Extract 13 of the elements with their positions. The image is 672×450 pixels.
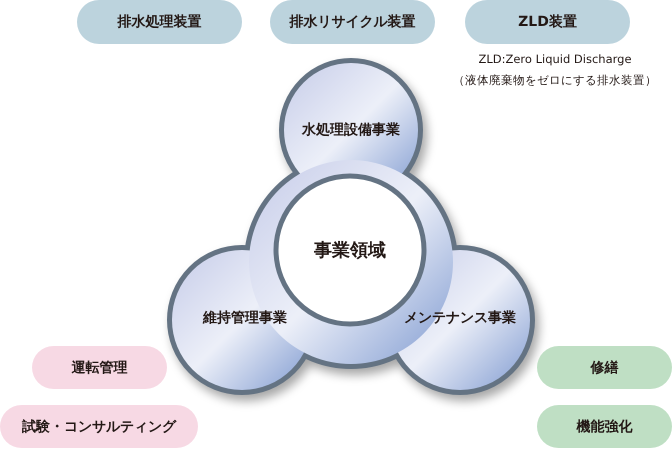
category-pill: 排水処理装置 <box>77 0 242 44</box>
category-pill: 機能強化 <box>537 405 672 448</box>
category-pill: 修繕 <box>537 346 672 389</box>
category-pill: 運転管理 <box>32 346 167 389</box>
category-pill: 排水リサイクル装置 <box>270 0 435 44</box>
category-pill: 試験・コンサルティング <box>0 405 198 448</box>
segment-label: 事業領域 <box>314 239 386 262</box>
segment-label: 水処理設備事業 <box>302 121 400 139</box>
note-text: （液体廃棄物をゼロにする排水装置） <box>453 73 657 88</box>
note-text: ZLD:Zero Liquid Discharge <box>478 52 632 66</box>
segment-label: 維持管理事業 <box>203 309 287 327</box>
segment-label: メンテナンス事業 <box>404 309 516 327</box>
category-pill: ZLD装置 <box>465 0 630 44</box>
